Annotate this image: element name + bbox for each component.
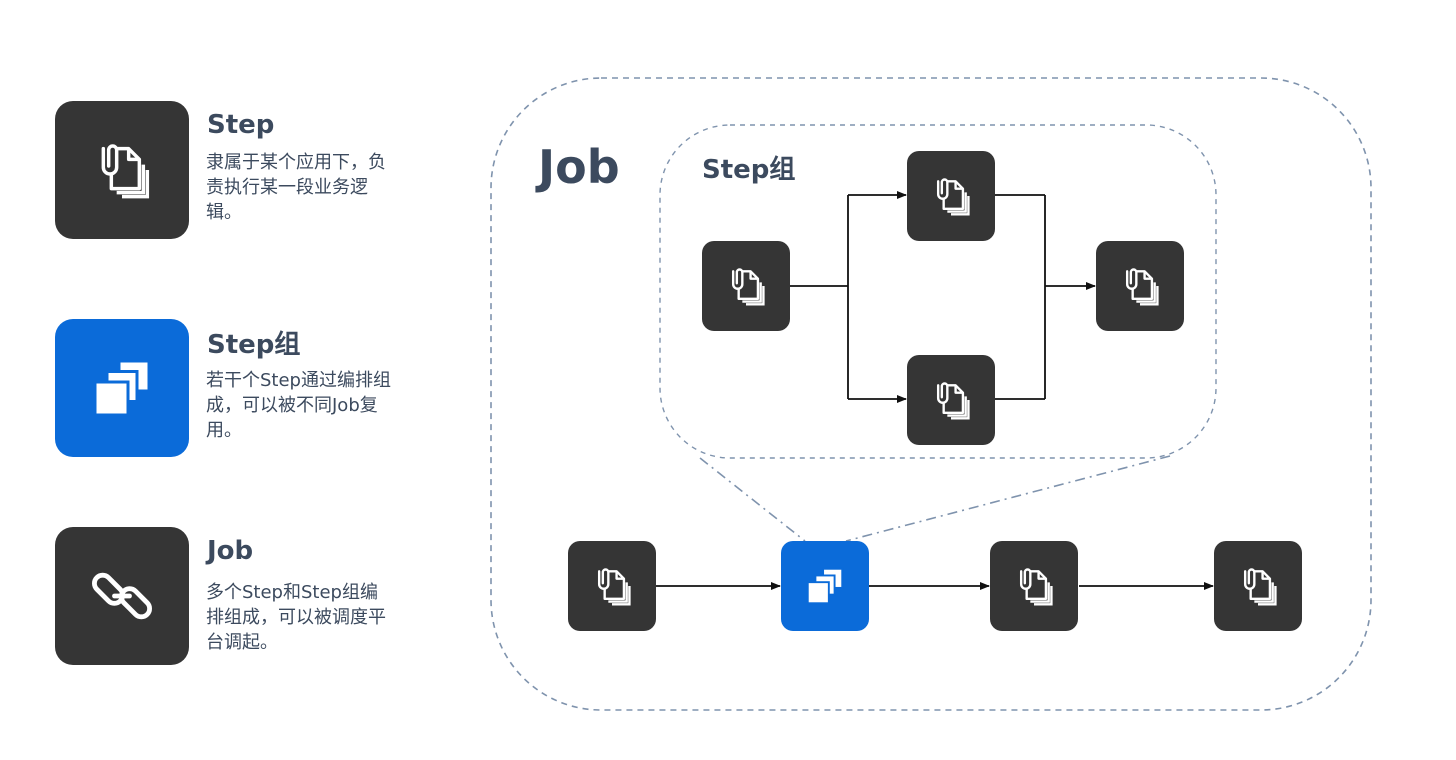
legend-step-desc: 隶属于某个应用下，负责执行某一段业务逻辑。 [206,152,386,223]
group-step-node-top [907,151,995,241]
legend-step-group-desc: 若干个Step通过编排组成，可以被不同Job复用。 [206,370,391,441]
step-group-label: Step组 [702,155,796,185]
document-clip-icon [1236,564,1280,608]
group-step-node-input [702,241,790,331]
document-clip-icon [929,378,973,422]
legend-job-desc: 多个Step和Step组编排组成，可以被调度平台调起。 [206,582,386,653]
callout-line-right [845,455,1171,542]
stacked-squares-icon [802,563,848,609]
legend-job-tile [55,527,189,665]
document-clip-icon [724,264,768,308]
job-step-node-4 [1214,541,1302,631]
legend-step-group-tile [55,319,189,457]
document-clip-icon [590,564,634,608]
callout-line-left [699,457,806,542]
legend-step-tile [55,101,189,239]
document-clip-icon [929,174,973,218]
document-clip-icon [1118,264,1162,308]
group-step-node-bottom [907,355,995,445]
job-boundary [490,77,1372,711]
job-step-node-3 [990,541,1078,631]
job-label: Job [538,140,620,194]
legend-step-title: Step [207,110,275,140]
step-group-boundary [659,124,1217,459]
job-step-node-1 [568,541,656,631]
legend-step-group-title: Step组 [207,330,301,360]
document-clip-icon [1012,564,1056,608]
legend-job-title: Job [207,536,254,566]
group-step-node-output [1096,241,1184,331]
job-step-group-node [781,541,869,631]
